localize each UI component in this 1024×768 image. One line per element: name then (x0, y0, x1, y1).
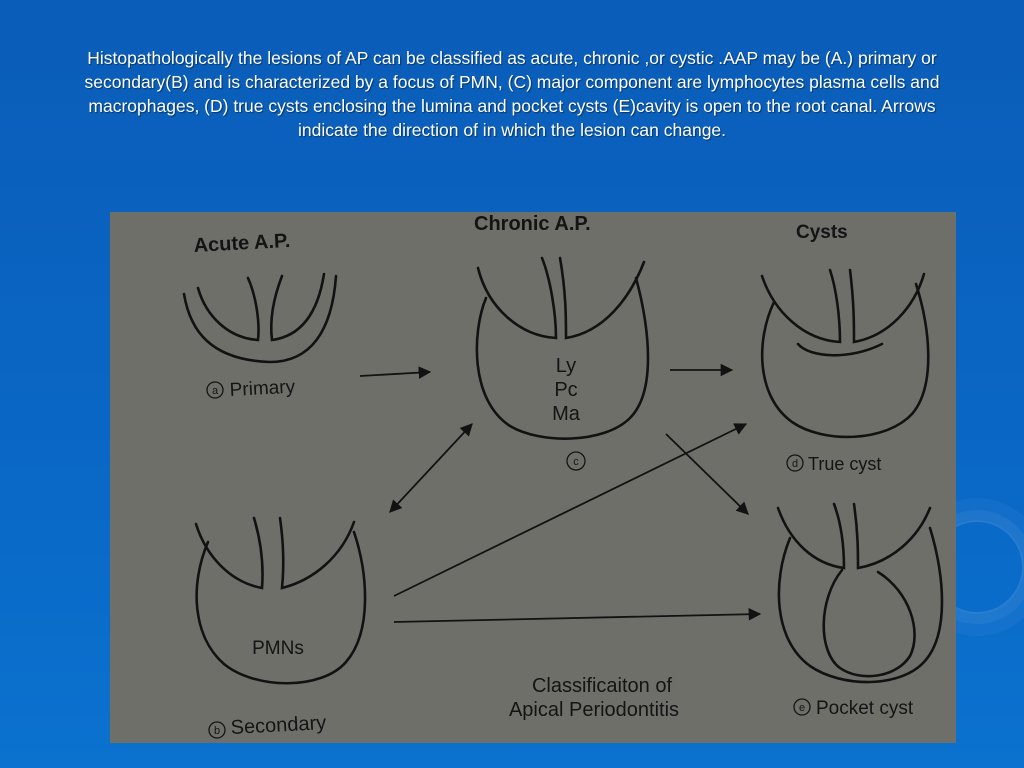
classification-figure: Acute A.P. Chronic A.P. Cysts a Primary … (110, 212, 956, 743)
heading-cysts: Cysts (796, 222, 848, 243)
cell-ma: Ma (552, 403, 581, 425)
heading-acute: Acute A.P. (193, 230, 291, 257)
arrow-primary-to-chronic (359, 366, 432, 379)
tooth-primary (182, 272, 338, 364)
label-pocket-cyst: Pocket cyst (816, 698, 914, 719)
arrow-secondary-to-pocket-cyst (393, 607, 762, 623)
label-true-cyst: True cyst (808, 454, 881, 474)
marker-a-letter: a (212, 385, 219, 397)
marker-a (206, 381, 224, 399)
cell-ly: Ly (556, 355, 576, 377)
tooth-secondary (194, 516, 367, 685)
arrow-secondary-chronic-bidirectional (389, 423, 473, 513)
arrow-chronic-to-pocket-cyst (665, 433, 749, 515)
marker-d (786, 454, 804, 472)
cell-pc: Pc (554, 379, 577, 401)
tooth-chronic (475, 256, 650, 440)
arrow-secondary-to-true-cyst (393, 423, 748, 597)
marker-e-letter: e (799, 702, 805, 714)
marker-b (208, 721, 226, 739)
label-pmns: PMNs (252, 638, 304, 659)
footer-line-1: Classificaiton of (532, 675, 673, 697)
marker-b-letter: b (214, 725, 220, 737)
heading-chronic: Chronic A.P. (474, 213, 591, 235)
marker-d-letter: d (792, 458, 798, 470)
marker-c-letter: c (573, 456, 579, 468)
diagram-svg: Acute A.P. Chronic A.P. Cysts a Primary … (182, 213, 944, 739)
label-secondary: Secondary (230, 712, 327, 739)
label-primary: Primary (229, 377, 296, 401)
footer-line-2: Apical Periodontitis (509, 699, 679, 721)
marker-c (566, 451, 586, 471)
tooth-true-cyst (760, 268, 930, 439)
slide-caption: Histopathologically the lesions of AP ca… (84, 48, 940, 140)
marker-e (793, 698, 811, 716)
tooth-pocket-cyst (776, 502, 944, 684)
